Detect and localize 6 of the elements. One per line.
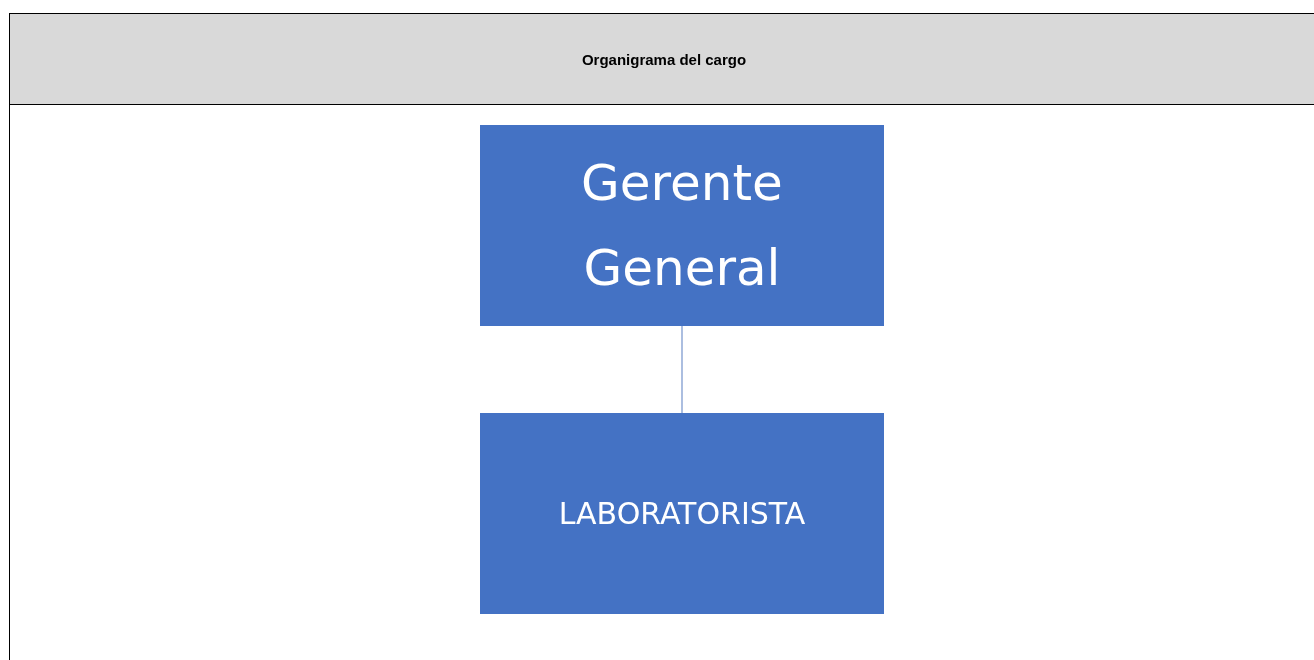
position-title: LABORATORISTA	[558, 495, 806, 532]
position-box	[480, 413, 884, 614]
position-box	[480, 125, 884, 326]
connector-line	[681, 325, 683, 414]
title: Organigrama del cargo	[581, 50, 747, 68]
position-title: Gerente General	[580, 152, 784, 299]
